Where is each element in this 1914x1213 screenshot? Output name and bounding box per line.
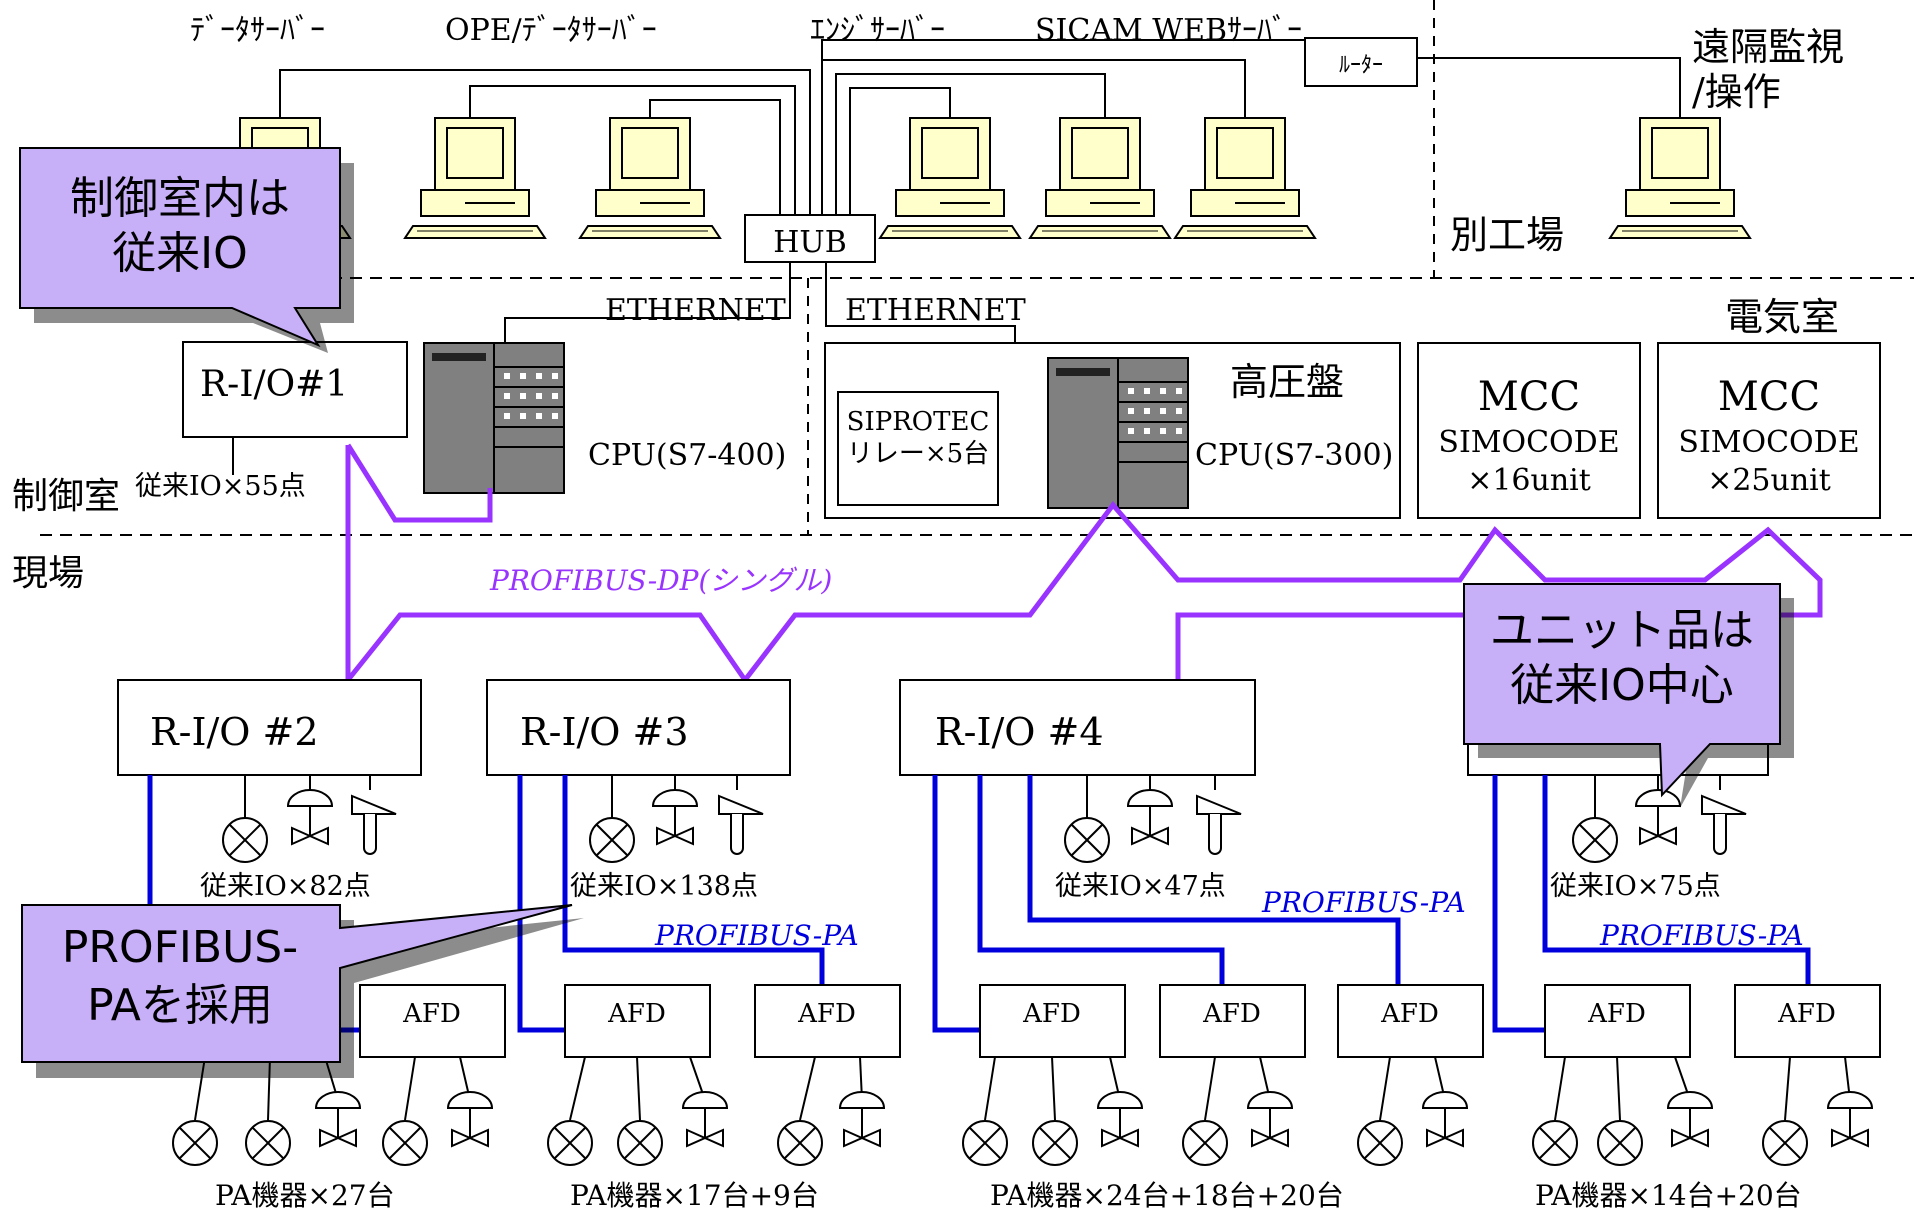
rio4-label: R-I/O #4 xyxy=(935,710,1104,754)
rio3-box xyxy=(486,679,791,776)
ethernet-left-label: ETHERNET xyxy=(605,293,786,328)
cpu400-label: CPU(S7-400) xyxy=(588,438,786,473)
rio1-label: R-I/O#1 xyxy=(200,364,348,405)
io-devices-rio4 xyxy=(1064,775,1242,863)
mcc2-label-2: SIMOCODE xyxy=(1678,425,1859,460)
mcc2-label-3: ×25unit xyxy=(1707,463,1831,498)
mcc1-label-2: SIMOCODE xyxy=(1438,425,1619,460)
afd-box-4 xyxy=(979,984,1126,1058)
high-voltage-label: 高圧盤 xyxy=(1230,360,1344,404)
remote-monitor-label-2: /操作 xyxy=(1692,70,1781,114)
ope-data-server-pc xyxy=(579,117,721,239)
profibus-dp-label: PROFIBUS-DP(シングル) xyxy=(489,564,832,597)
eng-server-pc-2 xyxy=(1029,117,1171,239)
hub-box xyxy=(744,214,876,263)
rio5-io-label: 従来IO×75点 xyxy=(1550,871,1721,902)
ope-data-server-label: OPE/ﾃﾞｰﾀｻｰﾊﾞｰ xyxy=(445,13,657,48)
rio2-label: R-I/O #2 xyxy=(150,710,319,754)
control-room-label: 制御室 xyxy=(12,476,120,517)
callout-profibus-pa-line1: PROFIBUS- xyxy=(62,922,298,973)
afd-box-1 xyxy=(359,984,506,1058)
field-label: 現場 xyxy=(12,553,84,594)
pa-count-1: PA機器×27台 xyxy=(215,1179,395,1212)
pa-devices xyxy=(172,1091,1873,1166)
afd-box-3 xyxy=(754,984,901,1058)
rio3-io-label: 従来IO×138点 xyxy=(570,871,758,902)
router-box xyxy=(1304,37,1418,87)
pa-device-leads xyxy=(194,1056,1851,1121)
callout-unit-products: ユニット品は 従来IO中心 xyxy=(1463,583,1794,808)
afd-box-8 xyxy=(1734,984,1881,1058)
mcc2-label-1: MCC xyxy=(1718,374,1820,420)
electrical-room-label: 電気室 xyxy=(1725,295,1839,339)
sicam-web-server-pc xyxy=(1174,117,1316,239)
mcc2-box xyxy=(1657,342,1881,519)
callout-control-room-line2: 従来IO xyxy=(112,228,248,279)
eng-server-pc xyxy=(879,117,1021,239)
mcc1-box xyxy=(1417,342,1641,519)
other-plant-label: 別工場 xyxy=(1450,213,1564,257)
afd-box-2 xyxy=(564,984,711,1058)
afd-label-5: AFD xyxy=(1202,999,1261,1029)
data-server-label: ﾃﾞｰﾀｻｰﾊﾞｰ xyxy=(190,13,325,48)
afd-label-8: AFD xyxy=(1777,999,1836,1029)
pa-count-4: PA機器×14台+20台 xyxy=(1535,1179,1802,1212)
afd-label-4: AFD xyxy=(1022,999,1081,1029)
rio4-io-label: 従来IO×47点 xyxy=(1055,871,1226,902)
mcc1-label-1: MCC xyxy=(1478,374,1580,420)
profibus-pa-label-1: PROFIBUS-PA xyxy=(654,919,859,952)
callout-control-room-line1: 制御室内は xyxy=(70,173,290,224)
profibus-dp-line xyxy=(345,443,1823,685)
afd-boxes: AFD AFD AFD AFD AFD AFD AFD AFD xyxy=(359,984,1881,1058)
callout-unit-products-line2: 従来IO中心 xyxy=(1510,660,1734,711)
callout-unit-products-line1: ユニット品は xyxy=(1490,605,1754,656)
rio4-box xyxy=(899,679,1256,776)
siprotec-label-2: リレー×5台 xyxy=(847,439,989,469)
siprotec-box xyxy=(837,391,999,506)
afd-box-6 xyxy=(1337,984,1484,1058)
mcc1-label-3: ×16unit xyxy=(1467,463,1591,498)
profibus-pa-lines xyxy=(147,775,1811,1033)
pa-count-2: PA機器×17台+9台 xyxy=(570,1179,819,1212)
callout-profibus-pa: PROFIBUS- PAを採用 xyxy=(21,904,584,1078)
rio1-io-label: 従来IO×55点 xyxy=(135,471,306,502)
ethernet-right-label: ETHERNET xyxy=(845,293,1026,328)
sicam-web-server-label: SICAM WEBｻｰﾊﾞｰ xyxy=(1035,13,1302,48)
hub-label: HUB xyxy=(773,225,847,260)
profibus-pa-label-3: PROFIBUS-PA xyxy=(1599,919,1804,952)
cpu-s7-400 xyxy=(423,342,565,494)
callout-control-room: 制御室内は 従来IO xyxy=(19,147,354,353)
rio1-box xyxy=(182,341,408,438)
profibus-pa-label-2: PROFIBUS-PA xyxy=(1261,886,1466,919)
io-devices-rio2 xyxy=(222,775,397,863)
ethernet-wiring xyxy=(279,39,1681,392)
afd-label-3: AFD xyxy=(797,999,856,1029)
pa-count-3: PA機器×24台+18台+20台 xyxy=(990,1179,1344,1212)
afd-box-5 xyxy=(1159,984,1306,1058)
rio2-io-label: 従来IO×82点 xyxy=(200,871,371,902)
remote-monitor-pc xyxy=(1609,117,1751,239)
afd-label-2: AFD xyxy=(607,999,666,1029)
siprotec-label-1: SIPROTEC xyxy=(847,407,990,437)
rio3-label: R-I/O #3 xyxy=(520,710,689,754)
cpu300-label: CPU(S7-300) xyxy=(1195,438,1393,473)
io-devices-rio5 xyxy=(1572,775,1747,863)
afd-label-1: AFD xyxy=(402,999,461,1029)
rio2-box xyxy=(117,679,422,776)
ope-server-pc xyxy=(404,117,546,239)
router-label: ﾙｰﾀｰ xyxy=(1339,53,1383,78)
cpu-s7-300 xyxy=(1047,357,1189,509)
afd-label-7: AFD xyxy=(1587,999,1646,1029)
eng-server-label: ｴﾝｼﾞｻｰﾊﾞｰ xyxy=(810,13,945,48)
callout-profibus-pa-line2: PAを採用 xyxy=(87,980,273,1031)
afd-box-7 xyxy=(1544,984,1691,1058)
afd-label-6: AFD xyxy=(1380,999,1439,1029)
remote-monitor-label-1: 遠隔監視 xyxy=(1692,25,1844,69)
io-devices-rio3 xyxy=(589,775,764,863)
